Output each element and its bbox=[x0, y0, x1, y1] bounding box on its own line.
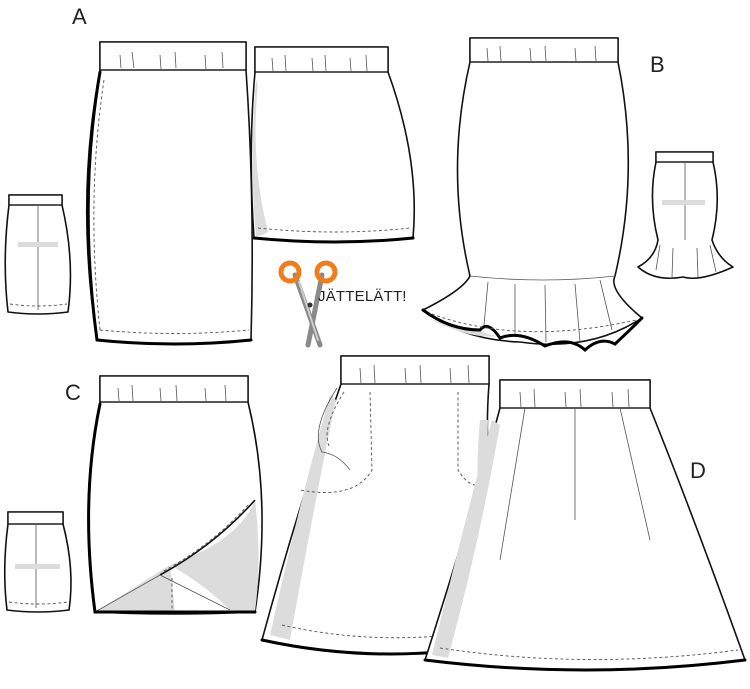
skirt-b-mermaid bbox=[421, 37, 644, 353]
skirt-d-front bbox=[423, 379, 747, 672]
skirt-c-thumbnail bbox=[3, 511, 72, 613]
label-a: A bbox=[72, 4, 87, 29]
skirt-b-hem-stitch bbox=[431, 313, 637, 333]
skirt-a-thumbnail bbox=[4, 194, 72, 315]
skirt-a-long bbox=[85, 41, 254, 346]
label-d: D bbox=[690, 458, 706, 483]
skirt-a-short bbox=[250, 46, 416, 244]
skirt-b-thumbnail bbox=[637, 151, 734, 280]
scissors-icon bbox=[278, 260, 338, 348]
label-c: C bbox=[65, 380, 81, 405]
badge-text: JÄTTELÄTT! bbox=[318, 288, 407, 305]
skirt-c-wrap bbox=[87, 375, 263, 615]
label-b: B bbox=[650, 52, 665, 77]
skirt-a-side-seam bbox=[93, 79, 105, 331]
